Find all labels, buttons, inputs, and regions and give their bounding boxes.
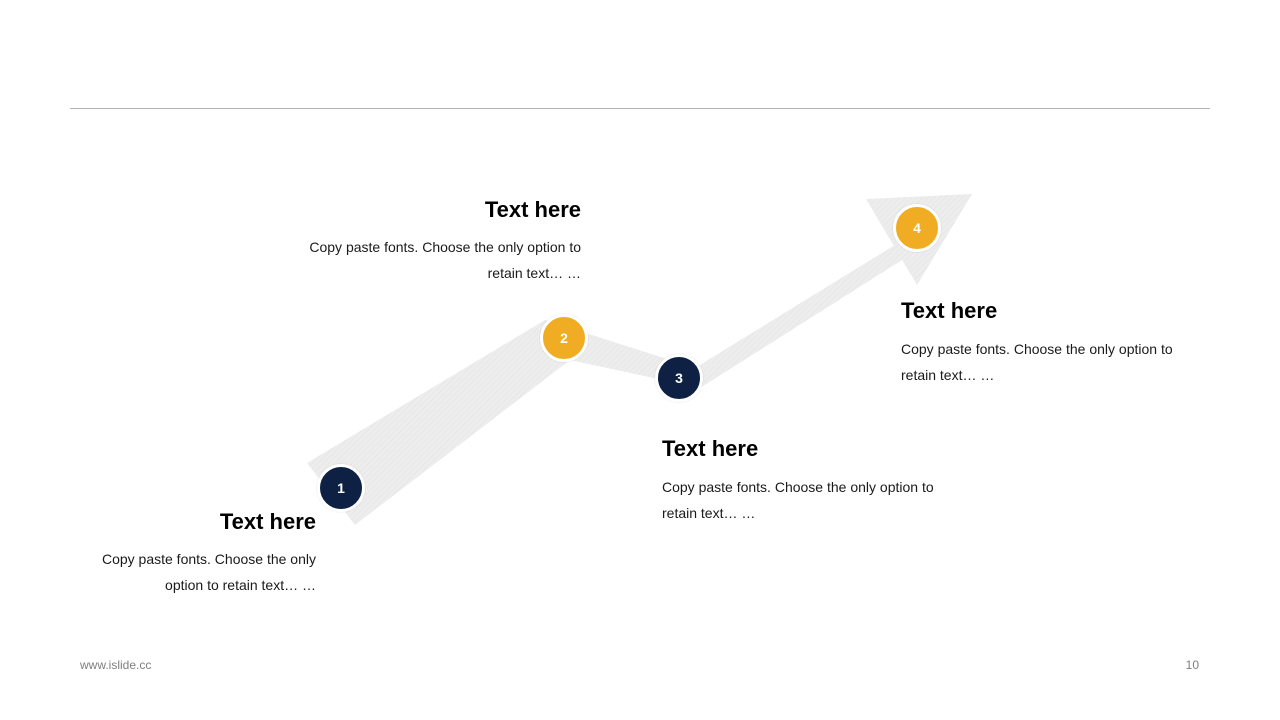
step-2-heading: Text here — [484, 197, 581, 222]
step-2-marker: 2 — [540, 314, 588, 362]
step-3-heading: Text here — [662, 436, 759, 461]
title-divider — [70, 108, 1210, 109]
arrow-body — [307, 240, 910, 525]
step-2-text: Copy paste fonts. Choose the only option… — [309, 239, 581, 281]
step-2-number: 2 — [560, 330, 568, 346]
step-1-heading: Text here — [219, 509, 316, 534]
step-1-text: Copy paste fonts. Choose the only option… — [101, 551, 316, 593]
footer-website: www.islide.cc — [80, 658, 152, 672]
step-3-marker: 3 — [655, 354, 703, 402]
step-3-number: 3 — [675, 370, 683, 386]
step-1-number: 1 — [337, 480, 345, 496]
step-4-text: Copy paste fonts. Choose the only option… — [901, 341, 1173, 383]
page-number: 10 — [1185, 658, 1199, 672]
step-3-text: Copy paste fonts. Choose the only option… — [662, 479, 934, 521]
step-4-marker: 4 — [893, 204, 941, 252]
step-4-number: 4 — [913, 220, 921, 236]
step-1-marker: 1 — [317, 464, 365, 512]
step-4-heading: Text here — [901, 298, 998, 323]
